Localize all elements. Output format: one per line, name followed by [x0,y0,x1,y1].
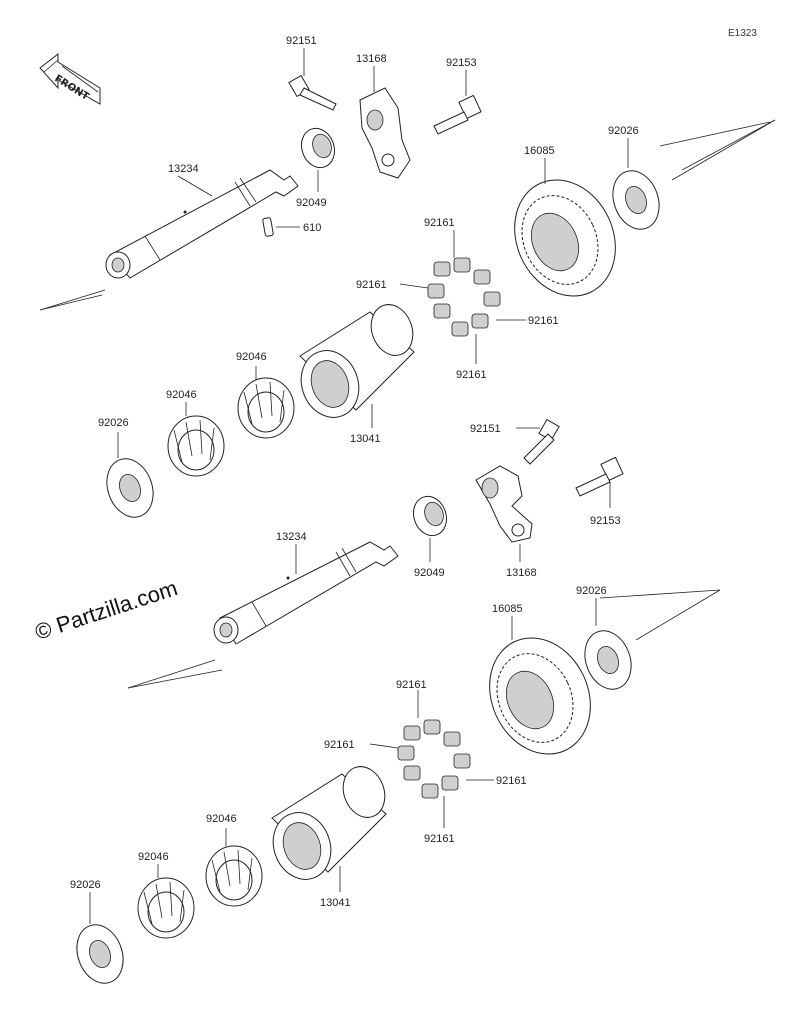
damper-ring [427,257,501,337]
needle-bearing [137,877,195,939]
label-damper-top: 92161 [396,679,427,691]
front-arrow-icon: FRONT [39,52,101,105]
label-seal: 92049 [414,567,445,579]
label-damper-left: 92161 [356,279,387,291]
label-shaft: 13234 [276,531,307,543]
shift-holder [359,87,411,179]
oil-seal [412,495,448,537]
label-bolt-left: 92151 [470,423,501,435]
thrust-washer [612,170,660,230]
needle-bearing [205,845,263,907]
bolt [523,418,560,465]
thrust-washer [584,630,632,690]
label-damper-right: 92161 [496,775,527,787]
label-damper-bottom: 92161 [456,369,487,381]
label-seal: 92049 [296,197,327,209]
oil-seal [300,127,336,169]
axis-line [671,119,776,181]
needle-bearing [167,415,225,477]
label-gear: 16085 [492,603,523,615]
label-damper-right: 92161 [528,315,559,327]
bolt [433,94,482,135]
upper-assembly: 13234 610 92049 92151 13168 [39,35,776,518]
thrust-washer [76,924,124,984]
needle-bearing [237,377,295,439]
label-bearing-a: 92046 [166,389,197,401]
bolt [575,456,624,497]
pin [262,217,274,237]
label-washer-right: 92026 [576,585,607,597]
label-bearing-b: 92046 [206,813,237,825]
clutch-hub [299,304,415,418]
label-holder: 13168 [356,53,387,65]
driven-gear [489,637,591,755]
label-hub: 13041 [350,433,381,445]
label-shaft: 13234 [168,163,199,175]
label-damper-bottom: 92161 [424,833,455,845]
damper-ring [397,719,471,799]
label-washer-left: 92026 [98,417,129,429]
lower-assembly: 13234 92049 92151 13168 92153 [70,418,721,984]
label-damper-left: 92161 [324,739,355,751]
label-hub: 13041 [320,897,351,909]
label-damper-top: 92161 [424,217,455,229]
bolt [288,74,337,111]
label-pin: 610 [303,222,321,234]
shift-holder [475,465,533,543]
driven-gear [514,179,616,297]
label-washer-right: 92026 [608,125,639,137]
axis-line [127,659,216,689]
label-bolt-right: 92153 [446,57,477,69]
label-washer-left: 92026 [70,879,101,891]
label-gear: 16085 [524,145,555,157]
diagram-code: E1323 [728,28,757,39]
watermark: © Partzilla.com [32,575,181,645]
axis-line [635,589,721,641]
label-bearing-a: 92046 [138,851,169,863]
clutch-hub [271,766,387,880]
thrust-washer [106,458,154,518]
label-bolt-right: 92153 [590,515,621,527]
label-bearing-b: 92046 [236,351,267,363]
label-holder: 13168 [506,567,537,579]
shaft [105,169,299,279]
shaft [213,541,399,645]
axis-line [39,289,106,311]
label-bolt-left: 92151 [286,35,317,47]
